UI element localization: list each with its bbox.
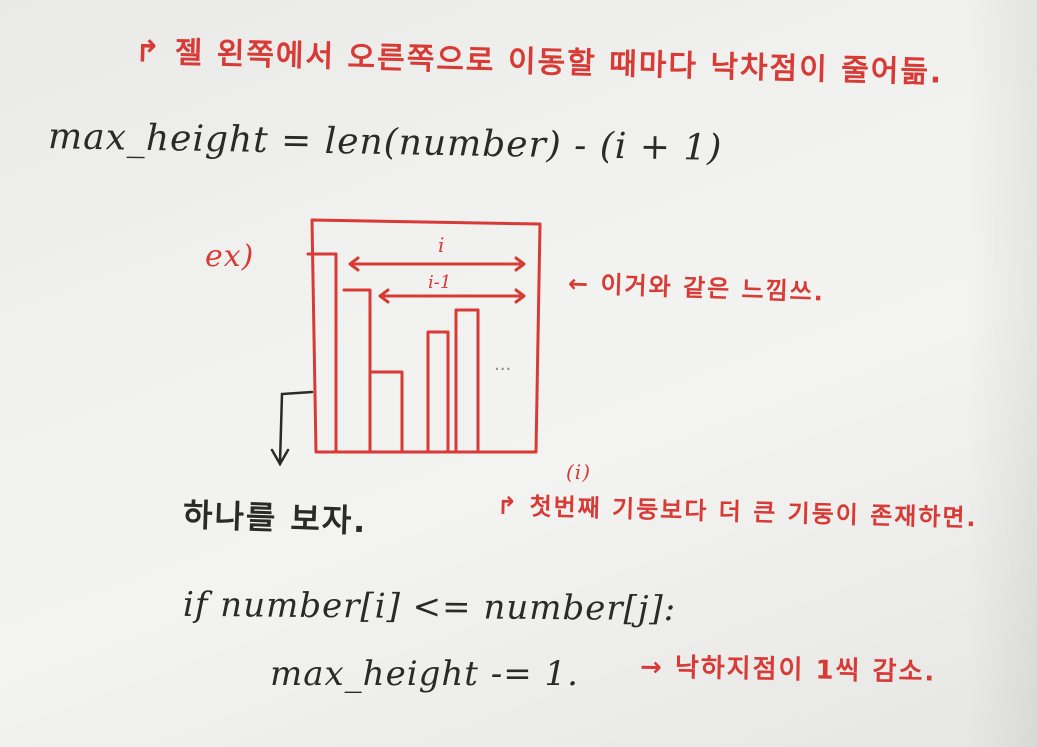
pillar-2: [342, 288, 372, 454]
fall-arrow: [270, 390, 314, 467]
pillar-4: [426, 330, 450, 454]
arrow-i-minus-1: [378, 288, 526, 304]
pillar-3: [370, 370, 404, 454]
pillar-5: [454, 308, 480, 454]
page-edge-shadow: [967, 0, 1037, 747]
decrement-line: max_height -= 1.: [270, 654, 579, 694]
pillar-1: [306, 252, 338, 454]
diagram-ellipsis: ...: [494, 354, 511, 375]
diagram-label-i-minus-1: i-1: [428, 272, 451, 293]
i-mark: (i): [566, 460, 592, 484]
if-condition-line: if number[i] <= number[j]:: [182, 584, 677, 630]
arrow-i: [348, 256, 526, 272]
decrement-note: → 낙하지점이 1씩 감소.: [639, 652, 937, 688]
diagram-frame: [310, 218, 542, 454]
look-one-note: 하나를 보자.: [182, 495, 369, 541]
diagram-label-i: i: [438, 233, 444, 257]
example-label: ex): [205, 239, 255, 274]
